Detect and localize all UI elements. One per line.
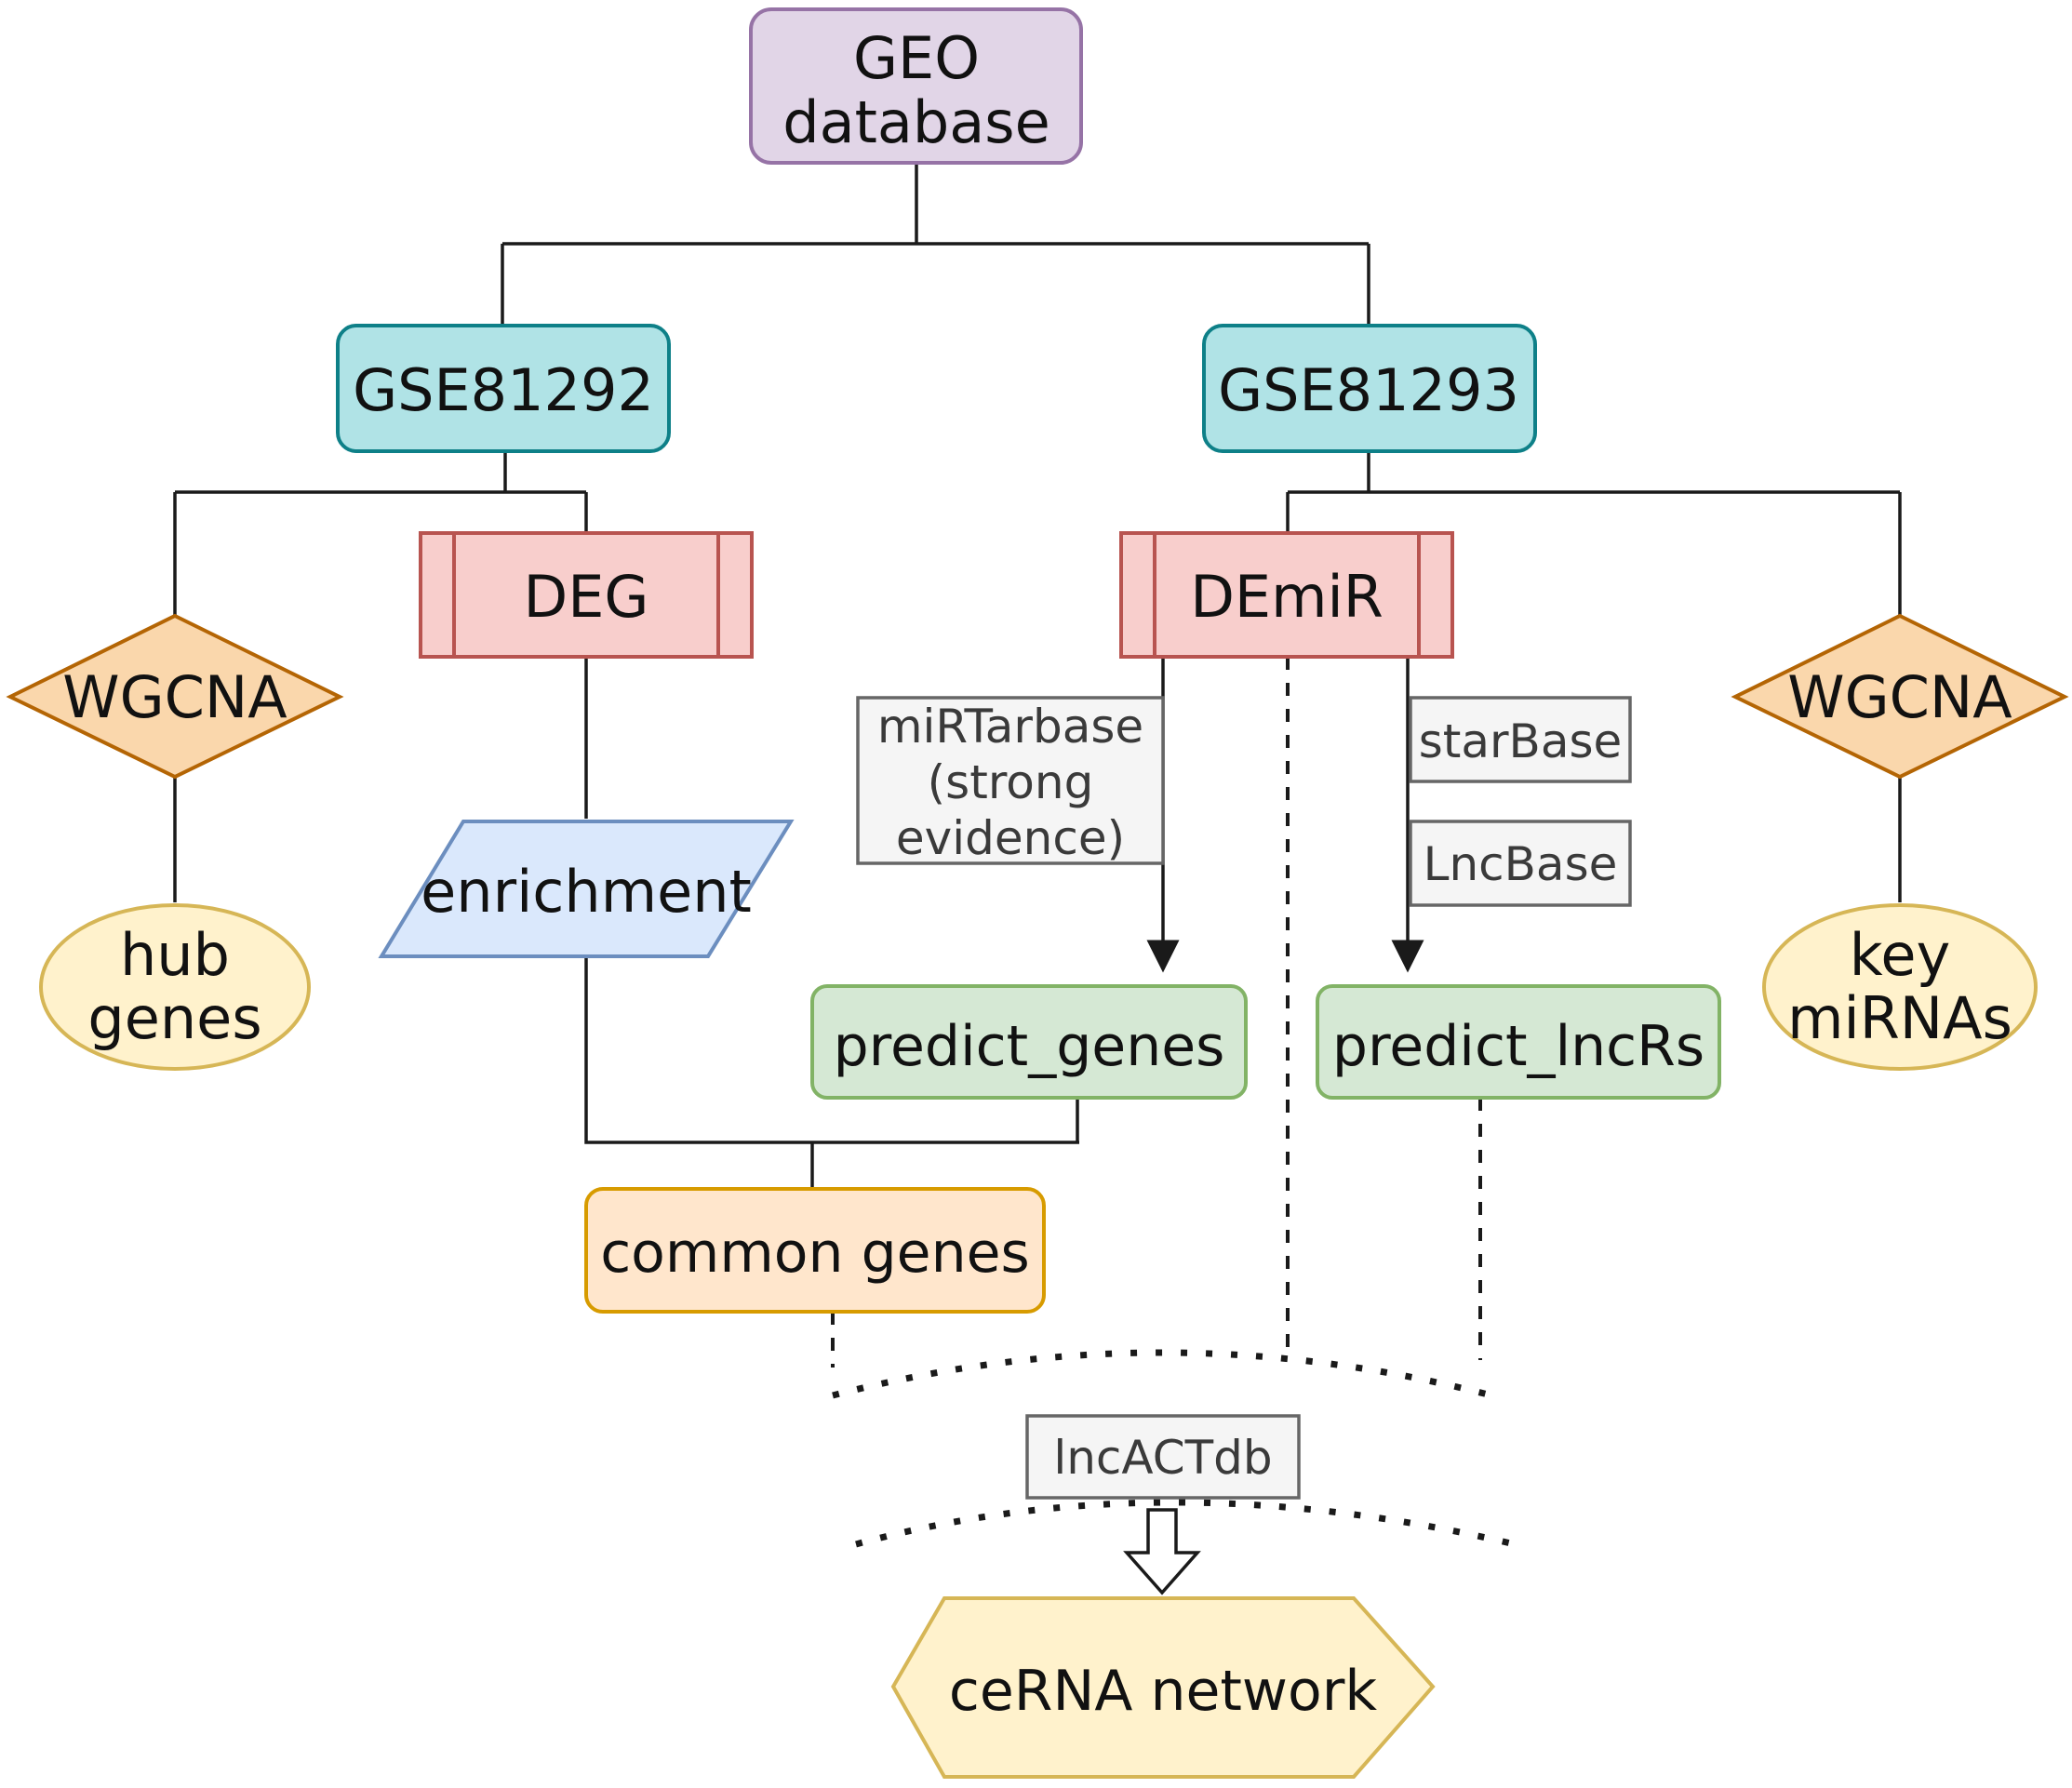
- db-lncbase: LncBase: [1409, 820, 1632, 907]
- enrichment-label: enrichment: [421, 858, 752, 926]
- node-predict-genes: predict_genes: [810, 984, 1248, 1100]
- key-mirnas-label-line2: miRNAs: [1787, 984, 2012, 1052]
- node-wgcna-left: WGCNA: [6, 613, 344, 780]
- predict-genes-box: [810, 984, 1248, 1100]
- node-demir: DEmiR: [1119, 531, 1454, 659]
- lncbase-label: LncBase: [1424, 837, 1618, 891]
- predict-genes-label: predict_genes: [834, 1014, 1225, 1079]
- gse81293-box: [1202, 324, 1537, 453]
- node-predict-lncrs: predict_lncRs: [1316, 984, 1721, 1100]
- deg-box: [419, 531, 754, 659]
- geo-database-box: [749, 7, 1083, 165]
- lncactdb-label: lncACTdb: [1053, 1431, 1272, 1485]
- wgcna-right-label: WGCNA: [1787, 663, 2012, 731]
- connector-enrichment-down: [584, 956, 1079, 1144]
- dotted-arc-bottom: [855, 1499, 1516, 1548]
- starbase-box: [1409, 696, 1632, 783]
- demir-label: DEmiR: [1190, 563, 1384, 631]
- db-mirtarbase: miRTarbase (strong evidence): [856, 696, 1165, 865]
- db-starbase: starBase: [1409, 696, 1632, 783]
- starbase-label: starBase: [1419, 714, 1623, 768]
- lncactdb-box: [1025, 1414, 1301, 1500]
- wgcna-left-label: WGCNA: [62, 663, 287, 731]
- node-common-genes: common genes: [584, 1187, 1046, 1314]
- node-key-mirnas: key miRNAs: [1762, 903, 2038, 1071]
- common-genes-box: [584, 1187, 1046, 1314]
- wgcna-left-diamond: [6, 613, 344, 780]
- node-hub-genes: hub genes: [39, 903, 311, 1071]
- predict-lncrs-box: [1316, 984, 1721, 1100]
- mirtarbase-label-line2: (strong: [928, 755, 1094, 809]
- geo-database-label-line1: GEO: [853, 24, 980, 92]
- key-mirnas-label-line1: key: [1850, 921, 1951, 989]
- mirtarbase-label-line1: miRTarbase: [877, 700, 1143, 754]
- hub-genes-label-line1: hub: [120, 921, 230, 989]
- node-cerna-network: ceRNA network: [890, 1596, 1436, 1779]
- enrichment-parallelogram: [378, 820, 795, 958]
- cerna-network-label: ceRNA network: [949, 1659, 1378, 1724]
- connectors: [173, 163, 1902, 1595]
- node-enrichment: enrichment: [378, 820, 795, 958]
- gse81292-box: [336, 324, 671, 453]
- key-mirnas-ellipse: [1762, 903, 2038, 1071]
- geo-database-label-line2: database: [782, 88, 1049, 156]
- dotted-arc-top: [832, 1349, 1492, 1399]
- gse81293-label: GSE81293: [1218, 356, 1519, 424]
- deg-label: DEG: [524, 563, 649, 631]
- node-geo-database: GEO database: [749, 7, 1083, 165]
- wgcna-right-diamond: [1731, 613, 2069, 780]
- node-gse81292: GSE81292: [336, 324, 671, 453]
- common-genes-label: common genes: [600, 1221, 1030, 1286]
- node-deg: DEG: [419, 531, 754, 659]
- mirtarbase-label-line3: evidence): [896, 811, 1125, 865]
- hub-genes-label-line2: genes: [87, 984, 261, 1052]
- demir-box: [1119, 531, 1454, 659]
- node-wgcna-right: WGCNA: [1731, 613, 2069, 780]
- gse81292-label: GSE81292: [353, 356, 654, 424]
- hollow-arrow-to-cerna: [1123, 1508, 1201, 1595]
- hub-genes-ellipse: [39, 903, 311, 1071]
- lncbase-box: [1409, 820, 1632, 907]
- predict-lncrs-label: predict_lncRs: [1332, 1014, 1704, 1079]
- db-lncactdb: lncACTdb: [1025, 1414, 1301, 1500]
- cerna-network-hexagon: [890, 1596, 1436, 1779]
- node-gse81293: GSE81293: [1202, 324, 1537, 453]
- mirtarbase-box: [856, 696, 1165, 865]
